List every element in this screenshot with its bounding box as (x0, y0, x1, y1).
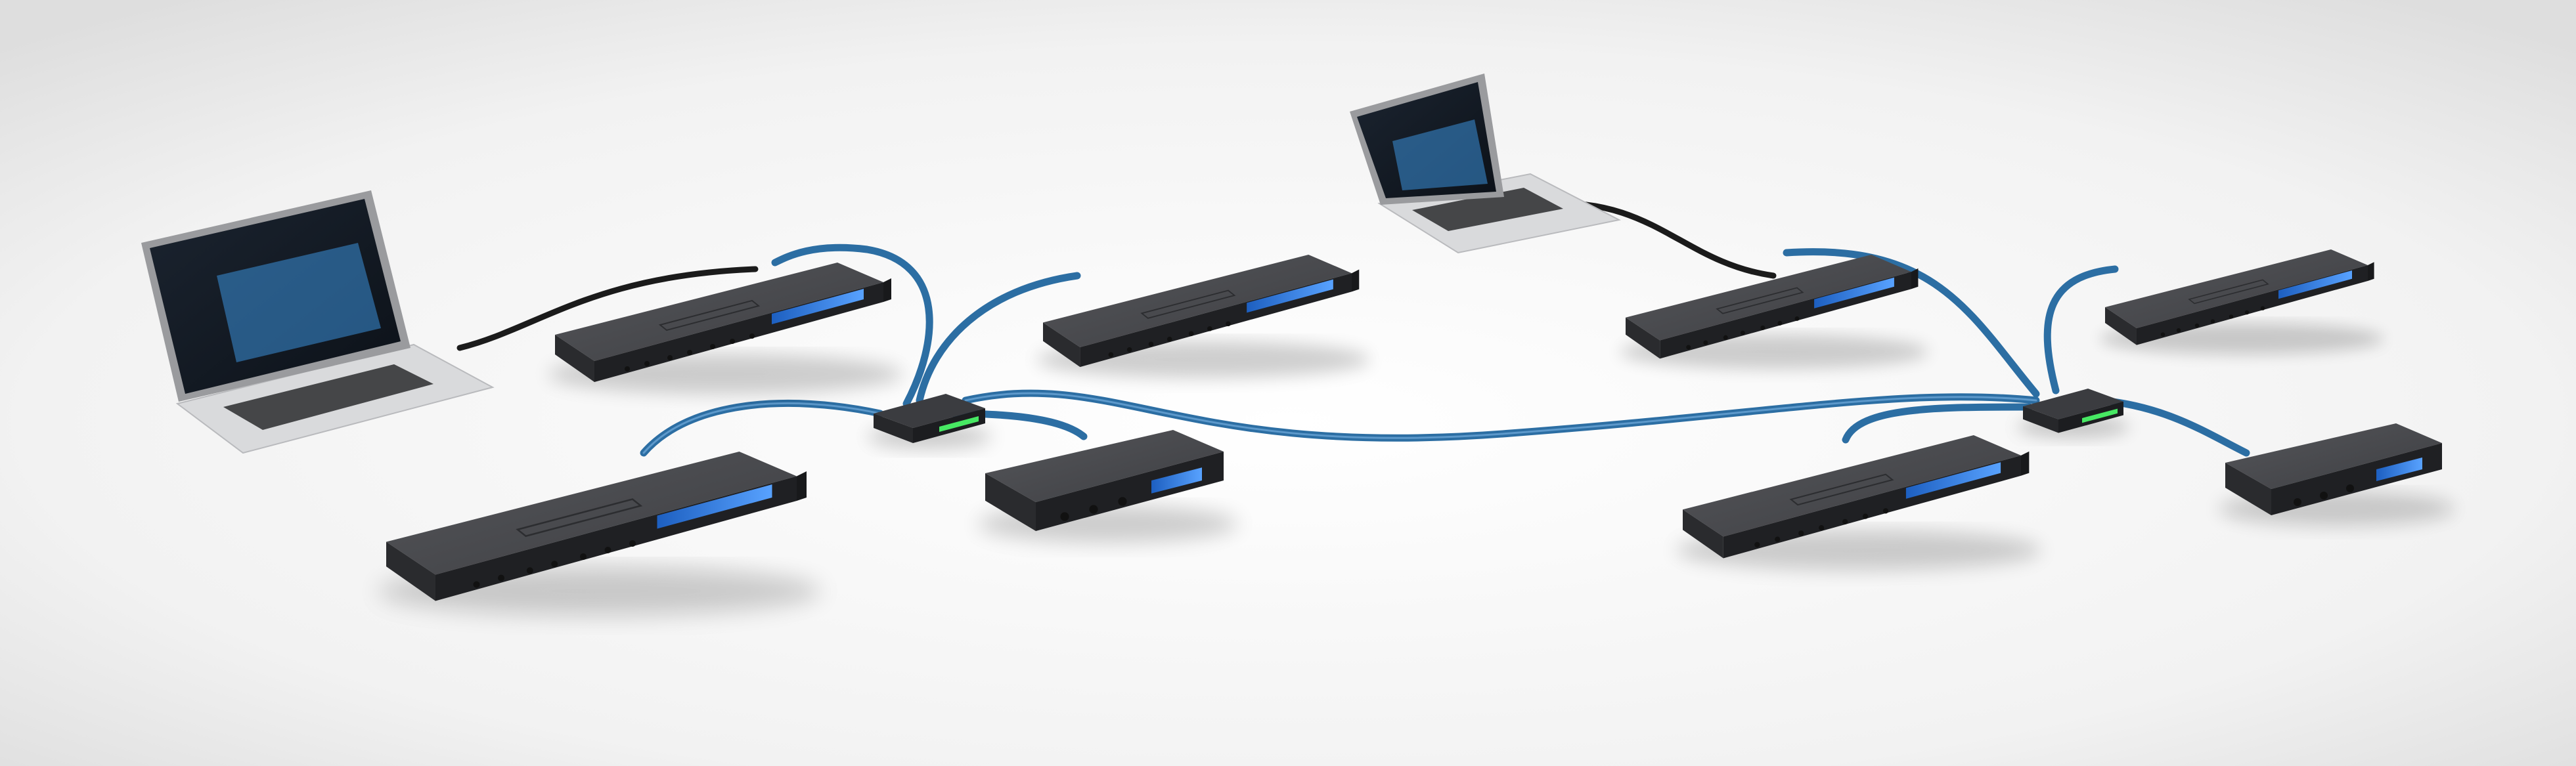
cable-switch-left-rack-top-left (771, 244, 933, 408)
cable-switch-right-rack-right (1783, 248, 2040, 398)
laptop-left-screen-mixer (217, 243, 381, 362)
laptop-center-screen-mixer (1392, 119, 1488, 190)
cable-switch-right-desktop-right (2098, 396, 2250, 457)
network-cables (456, 200, 2250, 457)
laptop-center (1350, 74, 1621, 254)
cable-switch-right-rack-1248-right (1842, 403, 2033, 444)
cable-switch-left-rack-center (916, 272, 1081, 404)
laptop-left (141, 190, 495, 454)
cable-laptop-left (456, 266, 759, 351)
cable-switch-right-rack-far-right (2043, 265, 2119, 394)
